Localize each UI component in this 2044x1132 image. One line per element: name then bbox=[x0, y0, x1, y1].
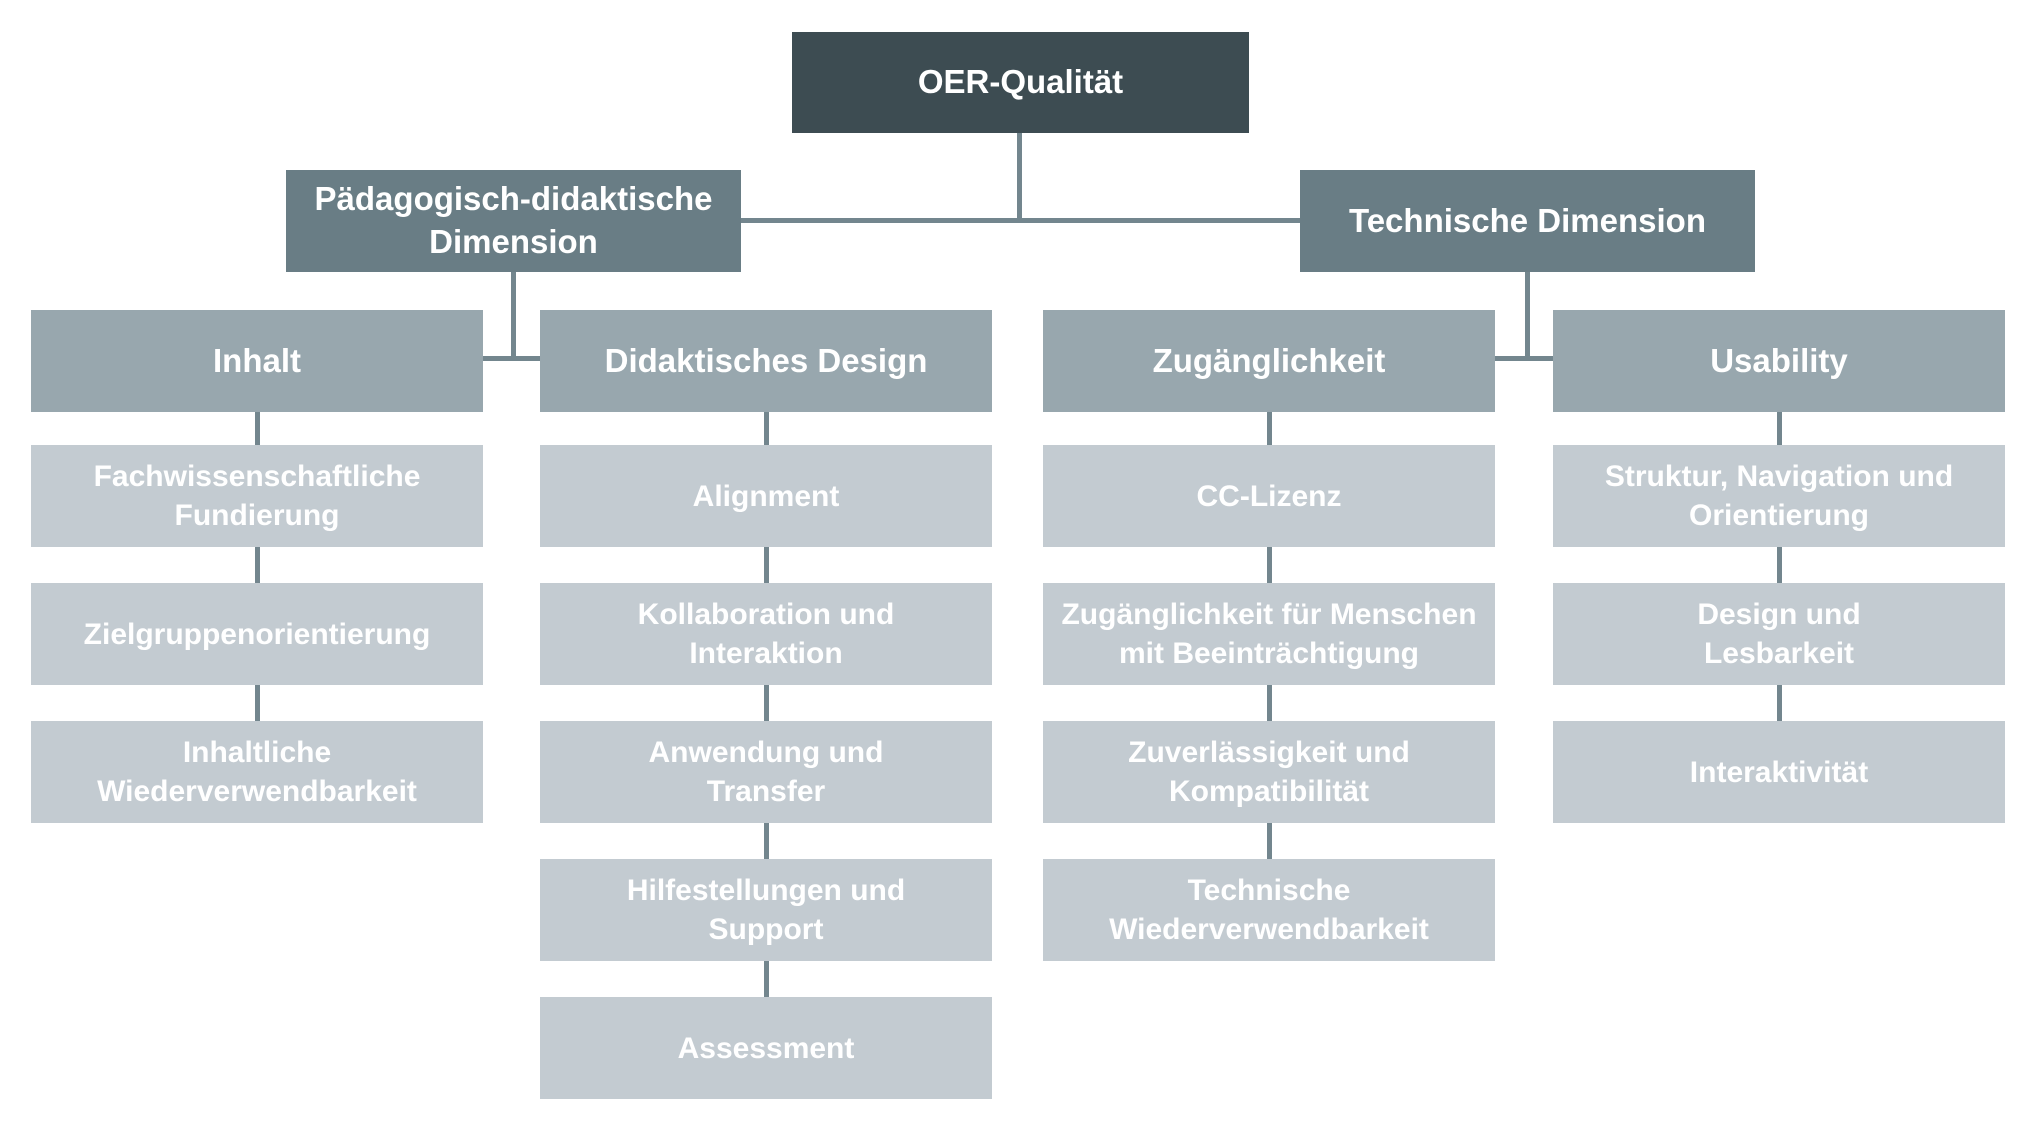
node-anwendung-und-transfer: Anwendung und Transfer bbox=[540, 721, 992, 823]
connector-line bbox=[764, 823, 769, 859]
node-inhalt: Inhalt bbox=[31, 310, 483, 412]
connector-line bbox=[255, 547, 260, 583]
connector-dim2-crossbar bbox=[1495, 356, 1553, 361]
node-technische-wiederverwendbarkeit: Technische Wiederverwendbarkeit bbox=[1043, 859, 1495, 961]
node-interaktivitaet: Interaktivität bbox=[1553, 721, 2005, 823]
node-fachwissenschaftliche-fundierung: Fachwissenschaftliche Fundierung bbox=[31, 445, 483, 547]
node-kollaboration-und-interaktion: Kollaboration und Interaktion bbox=[540, 583, 992, 685]
connector-line bbox=[764, 961, 769, 997]
connector-dim1-crossbar bbox=[483, 356, 540, 361]
node-inhaltliche-wiederverwendbarkeit: Inhaltliche Wiederverwendbarkeit bbox=[31, 721, 483, 823]
connector-line bbox=[1267, 823, 1272, 859]
connector-line bbox=[1267, 412, 1272, 445]
node-cc-lizenz: CC-Lizenz bbox=[1043, 445, 1495, 547]
connector-line bbox=[1267, 685, 1272, 721]
node-design-und-lesbarkeit: Design und Lesbarkeit bbox=[1553, 583, 2005, 685]
connector-line bbox=[764, 547, 769, 583]
node-usability: Usability bbox=[1553, 310, 2005, 412]
node-zugaenglichkeit-fuer-menschen: Zugänglichkeit für Menschen mit Beeinträ… bbox=[1043, 583, 1495, 685]
connector-dim1-vertical bbox=[511, 272, 516, 361]
node-paedagogisch-didaktische-dimension: Pädagogisch-didaktische Dimension bbox=[286, 170, 741, 272]
node-zuverlaessigkeit-und-kompatibilitaet: Zuverlässigkeit und Kompatibilität bbox=[1043, 721, 1495, 823]
node-oer-qualitaet: OER-Qualität bbox=[792, 32, 1249, 133]
connector-line bbox=[1777, 412, 1782, 445]
node-technische-dimension: Technische Dimension bbox=[1300, 170, 1755, 272]
node-didaktisches-design: Didaktisches Design bbox=[540, 310, 992, 412]
connector-line bbox=[1777, 547, 1782, 583]
connector-dimensions-horizontal bbox=[741, 218, 1301, 223]
connector-line bbox=[255, 412, 260, 445]
node-assessment: Assessment bbox=[540, 997, 992, 1099]
connector-line bbox=[764, 685, 769, 721]
node-alignment: Alignment bbox=[540, 445, 992, 547]
connector-root-vertical bbox=[1017, 133, 1022, 223]
node-hilfestellungen-und-support: Hilfestellungen und Support bbox=[540, 859, 992, 961]
connector-line bbox=[1267, 547, 1272, 583]
connector-line bbox=[255, 685, 260, 721]
connector-line bbox=[764, 412, 769, 445]
node-zugaenglichkeit: Zugänglichkeit bbox=[1043, 310, 1495, 412]
node-zielgruppenorientierung: Zielgruppenorientierung bbox=[31, 583, 483, 685]
connector-line bbox=[1777, 685, 1782, 721]
connector-dim2-vertical bbox=[1525, 272, 1530, 361]
node-struktur-navigation-orientierung: Struktur, Navigation und Orientierung bbox=[1553, 445, 2005, 547]
